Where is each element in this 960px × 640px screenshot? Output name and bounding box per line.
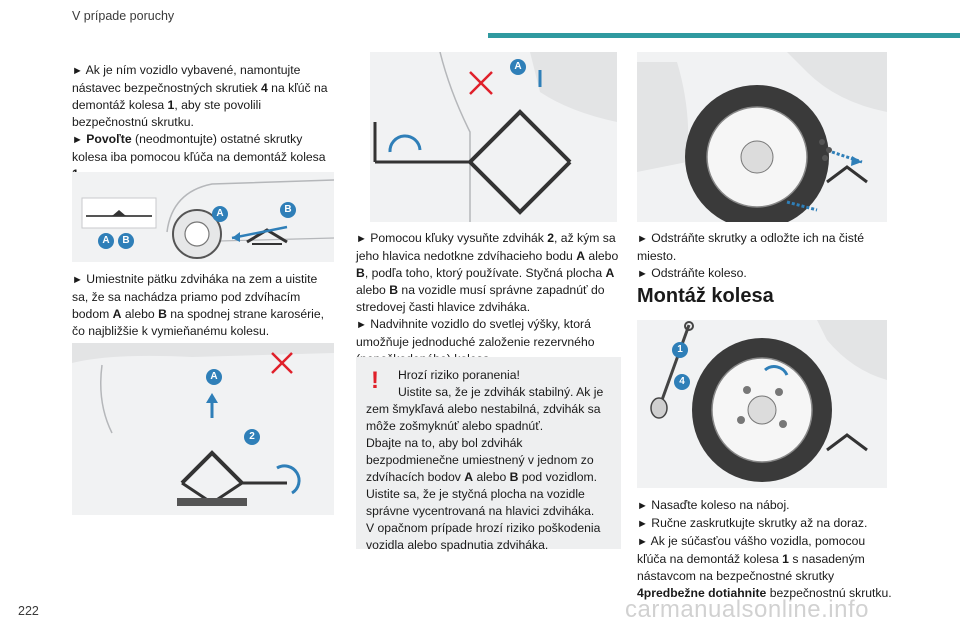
watermark: carmanualsonline.info [625, 596, 869, 623]
paragraph-remove-bolts: ► Odstráňte skrutky a odložte ich na čis… [637, 230, 897, 265]
text: Ak je súčasťou vášho vozidla, pomocou kľ… [637, 534, 866, 566]
figure-wheel-mounting: 1 4 [637, 320, 887, 488]
figure-wheel-removal [637, 52, 887, 222]
callout-a-icon: A [510, 59, 526, 75]
wheel-mounting-illustration [637, 320, 887, 488]
lifting-points-illustration [72, 172, 334, 262]
text: Ak je ním vozidlo vybavené, namontujte n… [72, 63, 301, 95]
bullet-arrow-icon: ► [637, 233, 648, 245]
callout-4-icon: 4 [674, 374, 690, 390]
header-accent-bar [488, 33, 960, 38]
bold-ref: 2 [547, 231, 555, 245]
jack-position-illustration [72, 343, 334, 515]
text: Odstráňte skrutky a odložte ich na čisté… [637, 231, 864, 263]
bullet-arrow-icon: ► [72, 65, 83, 77]
bold-ref: A [605, 266, 615, 280]
bold-ref: A [112, 307, 122, 321]
bullet-arrow-icon: ► [356, 319, 367, 331]
text: bezpečnostnú skrutku. [766, 586, 892, 600]
bullet-arrow-icon: ► [637, 536, 648, 548]
text: na kľúč na demontáž kolesa [72, 81, 328, 112]
bold-ref: 4 [261, 81, 268, 95]
column-2: ► Pomocou kľuky vysuňte zdvihák 2, až ký… [356, 230, 621, 368]
bold-ref: B [389, 283, 399, 297]
paragraph-extend-jack: ► Pomocou kľuky vysuňte zdvihák 2, až ký… [356, 230, 621, 316]
warning-line: Uistite sa, že je styčná plocha na vozid… [366, 487, 595, 518]
bold-ref: 4predbežne dotiahnite [637, 586, 767, 600]
callout-a-icon: A [206, 369, 222, 385]
callout-a-icon: A [98, 233, 114, 249]
warning-line: Dbajte na to, aby bol zdvihák bezpodmien… [366, 436, 594, 484]
bold-ref: Povoľte [86, 132, 132, 146]
callout-a-icon: A [212, 206, 228, 222]
bullet-arrow-icon: ► [356, 233, 367, 245]
text: s nasadeným nástavcom na bezpečnostné sk… [637, 552, 865, 583]
figure-jack-position: A 2 [72, 343, 334, 515]
paragraph-security-bolt: ► Ak je ním vozidlo vybavené, namontujte… [72, 62, 334, 131]
column-1: ► Ak je ním vozidlo vybavené, namontujte… [72, 62, 334, 183]
bold-ref: 1 [167, 98, 175, 112]
text: Umiestnite pätku zdviháka na zem a uisti… [72, 272, 318, 321]
column-3: ► Odstráňte skrutky a odložte ich na čis… [637, 230, 897, 283]
bold-ref: B [509, 470, 519, 484]
text: (neodmontujte) ostatné skrutky kolesa ib… [72, 132, 326, 164]
bullet-arrow-icon: ► [637, 518, 648, 530]
paragraph-hand-tighten: ► Ručne zaskrutkujte skrutky až na doraz… [637, 515, 897, 533]
paragraph-place-jack: ► Umiestnite pätku zdviháka na zem a uis… [72, 271, 334, 340]
warning-line: Uistite sa, že je zdvihák stabilný. Ak j… [366, 385, 604, 433]
column-1-lower: ► Umiestnite pätku zdviháka na zem a uis… [72, 271, 334, 340]
text: alebo [121, 307, 159, 321]
callout-b-icon: B [280, 202, 296, 218]
text: , až kým sa jeho hlavica nedotkne zdvíha… [356, 231, 616, 263]
paragraph-mount-wheel: ► Nasaďte koleso na náboj. [637, 497, 897, 515]
warning-line: alebo [473, 470, 510, 484]
text: na spodnej strane karosérie, čo najbližš… [72, 307, 325, 338]
column-3-lower: ► Nasaďte koleso na náboj. ► Ručne zaskr… [637, 497, 897, 602]
text: , aby ste povolili bezpečnostnú skrutku. [72, 98, 262, 129]
paragraph-loosen-bolts: ► Povoľte (neodmontujte) ostatné skrutky… [72, 131, 334, 183]
paragraph-pre-tighten-security-bolt: ► Ak je súčasťou vášho vozidla, pomocou … [637, 533, 897, 602]
text: alebo [356, 283, 390, 297]
text: Nasaďte koleso na náboj. [647, 498, 790, 512]
text: alebo [585, 249, 619, 263]
bullet-arrow-icon: ► [72, 274, 83, 286]
figure-lifting-points: A B A B [72, 172, 334, 262]
bold-ref: A [464, 470, 474, 484]
text: Ručne zaskrutkujte skrutky až na doraz. [647, 516, 868, 530]
bullet-arrow-icon: ► [72, 134, 83, 146]
bold-ref: A [576, 249, 586, 263]
callout-b-icon: B [118, 233, 134, 249]
jack-crank-illustration [370, 52, 617, 222]
page-number: 222 [18, 604, 39, 618]
bold-ref: B [158, 307, 167, 321]
callout-2-icon: 2 [244, 429, 260, 445]
callout-1-icon: 1 [672, 342, 688, 358]
paragraph-remove-wheel: ► Odstráňte koleso. [637, 265, 897, 283]
warning-box: ! Hrozí riziko poranenia! Uistite sa, že… [356, 357, 621, 552]
bullet-arrow-icon: ► [637, 500, 648, 512]
page-header-title: V prípade poruchy [72, 9, 175, 23]
warning-text: Hrozí riziko poranenia! Uistite sa, že j… [366, 367, 611, 554]
warning-line: pod vozidlom. [518, 470, 598, 484]
warning-line: V opačnom prípade hrozí riziko poškodeni… [366, 521, 601, 552]
bold-ref: B [356, 266, 365, 280]
bold-ref: 1 [782, 552, 789, 566]
warning-line: Hrozí riziko poranenia! [398, 368, 520, 382]
warning-exclamation-icon: ! [371, 367, 379, 394]
figure-jack-crank: A [370, 52, 617, 222]
bullet-arrow-icon: ► [637, 268, 648, 280]
section-title-wheel-mounting: Montáž kolesa [637, 285, 774, 307]
text: Odstráňte koleso. [647, 266, 747, 280]
text: na vozidle musí správne zapadnúť do stre… [356, 283, 605, 314]
text: Pomocou kľuky vysuňte zdvihák [366, 231, 548, 245]
text: , podľa toho, ktorý používate. Styčná pl… [364, 266, 606, 280]
wheel-removal-illustration [637, 52, 887, 222]
